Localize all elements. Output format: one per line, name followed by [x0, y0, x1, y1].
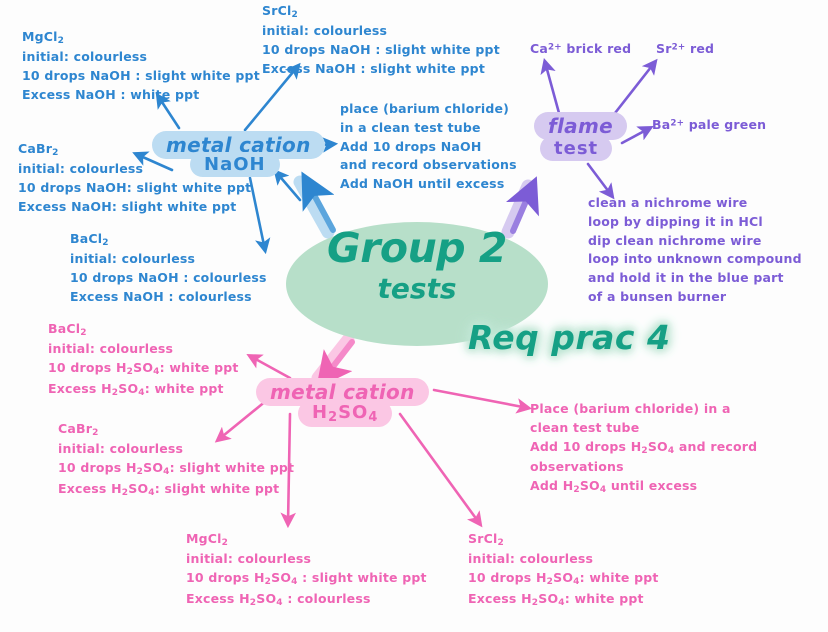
flame-ion-result: Ba2+ pale green [652, 117, 767, 132]
result-line: Excess NaOH : slight white ppt [262, 60, 485, 76]
result-block-mgcl2-h2so4: MgCl2 initial: colourless 10 drops H2SO4… [186, 530, 427, 610]
result-block-srcl2-h2so4: SrCl2 initial: colourless 10 drops H2SO4… [468, 530, 659, 610]
result-line: initial: colourless [22, 49, 148, 65]
branch-label-flame-sub[interactable]: test [540, 136, 613, 161]
branch-label-h2so4-main[interactable]: metal cation [256, 378, 429, 406]
compound-name: CaBr2 [58, 421, 99, 438]
result-block-mgcl2-naoh: MgCl2 initial: colourless 10 drops NaOH … [22, 28, 260, 105]
compound-name: MgCl2 [22, 29, 65, 46]
result-line: Excess NaOH: slight white ppt [18, 198, 237, 214]
method-line: Add 10 drops NaOH [340, 138, 482, 154]
result-line: initial: colourless [18, 161, 144, 177]
req-prac-label: Req prac 4 [468, 318, 671, 357]
branch-label-h2so4-reagent[interactable]: H2SO4 [298, 400, 393, 427]
method-block-flame: clean a nichrome wire loop by dipping it… [588, 194, 802, 307]
result-line: 10 drops NaOH : colourless [70, 270, 267, 286]
result-block-bacl2-h2so4: BaCl2 initial: colourless 10 drops H2SO4… [48, 320, 239, 400]
result-block-bacl2-naoh: BaCl2 initial: colourless 10 drops NaOH … [70, 230, 267, 307]
branch-label-flame-main[interactable]: flame [534, 112, 627, 140]
method-line: observations [530, 458, 624, 474]
central-node-subtitle: tests [377, 272, 457, 305]
method-block-h2so4: Place (barium chloride) in a clean test … [530, 400, 757, 497]
method-line: place (barium chloride) [340, 101, 510, 116]
flame-result-sr: Sr2+ red [656, 40, 714, 59]
method-block-naoh: place (barium chloride) in a clean test … [340, 100, 517, 194]
result-line: 10 drops NaOH : slight white ppt [22, 68, 260, 84]
compound-name: MgCl2 [186, 531, 229, 548]
result-line: Excess NaOH : white ppt [22, 86, 200, 102]
result-block-cabr2-h2so4: CaBr2 initial: colourless 10 drops H2SO4… [58, 420, 294, 500]
trunk-h2so4 [311, 333, 355, 389]
result-line: 10 drops H2SO4: slight white ppt [58, 460, 295, 478]
result-block-cabr2-naoh: CaBr2 initial: colourless 10 drops NaOH:… [18, 140, 251, 217]
method-line: of a bunsen burner [588, 288, 727, 304]
flame-ion-result: Ca2+ brick red [530, 41, 632, 56]
result-line: Excess H2SO4: white ppt [48, 380, 224, 398]
method-line: in a clean test tube [340, 119, 481, 135]
result-line: Excess NaOH : colourless [70, 288, 252, 304]
method-line: and record observations [340, 157, 517, 173]
method-line: Add NaOH until excess [340, 176, 505, 191]
result-line: 10 drops H2SO4: white ppt [48, 360, 239, 378]
method-line: loop into unknown compound [588, 251, 802, 267]
method-line: clean test tube [530, 419, 640, 435]
result-block-srcl2-naoh: SrCl2 initial: colourless 10 drops NaOH … [262, 2, 500, 79]
result-line: initial: colourless [48, 341, 174, 357]
method-line: Place (barium chloride) in a [530, 401, 731, 416]
h2so4-formula: H2SO4 [312, 402, 379, 425]
method-line: dip clean nichrome wire [588, 232, 762, 248]
method-line: clean a nichrome wire [588, 195, 748, 210]
compound-name: BaCl2 [70, 231, 109, 248]
result-line: Excess H2SO4: white ppt [468, 590, 644, 608]
compound-name: SrCl2 [468, 531, 504, 548]
result-line: Excess H2SO4 : colourless [186, 590, 371, 608]
branch-label-naoh-reagent[interactable]: NaOH [190, 152, 280, 177]
flame-result-ba: Ba2+ pale green [652, 116, 766, 135]
result-line: initial: colourless [70, 251, 196, 267]
method-line: Add H2SO4 until excess [530, 477, 698, 495]
result-line: initial: colourless [468, 551, 594, 567]
result-line: initial: colourless [58, 441, 184, 457]
result-line: Excess H2SO4: slight white ppt [58, 480, 280, 498]
method-line: and hold it in the blue part [588, 270, 784, 285]
method-line: Add 10 drops H2SO4 and record [530, 438, 758, 456]
flame-result-ca: Ca2+ brick red [530, 40, 631, 59]
flame-ion-result: Sr2+ red [656, 41, 715, 56]
central-node-oval [286, 222, 548, 346]
compound-name: SrCl2 [262, 3, 298, 20]
compound-name: BaCl2 [48, 321, 87, 338]
result-line: initial: colourless [186, 551, 312, 567]
compound-name: CaBr2 [18, 141, 59, 158]
result-line: initial: colourless [262, 23, 388, 39]
result-line: 10 drops H2SO4 : slight white ppt [186, 570, 427, 588]
result-line: 10 drops NaOH: slight white ppt [18, 180, 252, 196]
result-line: 10 drops NaOH : slight white ppt [262, 42, 500, 58]
method-line: loop by dipping it in HCl [588, 213, 763, 229]
result-line: 10 drops H2SO4: white ppt [468, 570, 659, 588]
page-title: Group 2 [327, 224, 507, 272]
